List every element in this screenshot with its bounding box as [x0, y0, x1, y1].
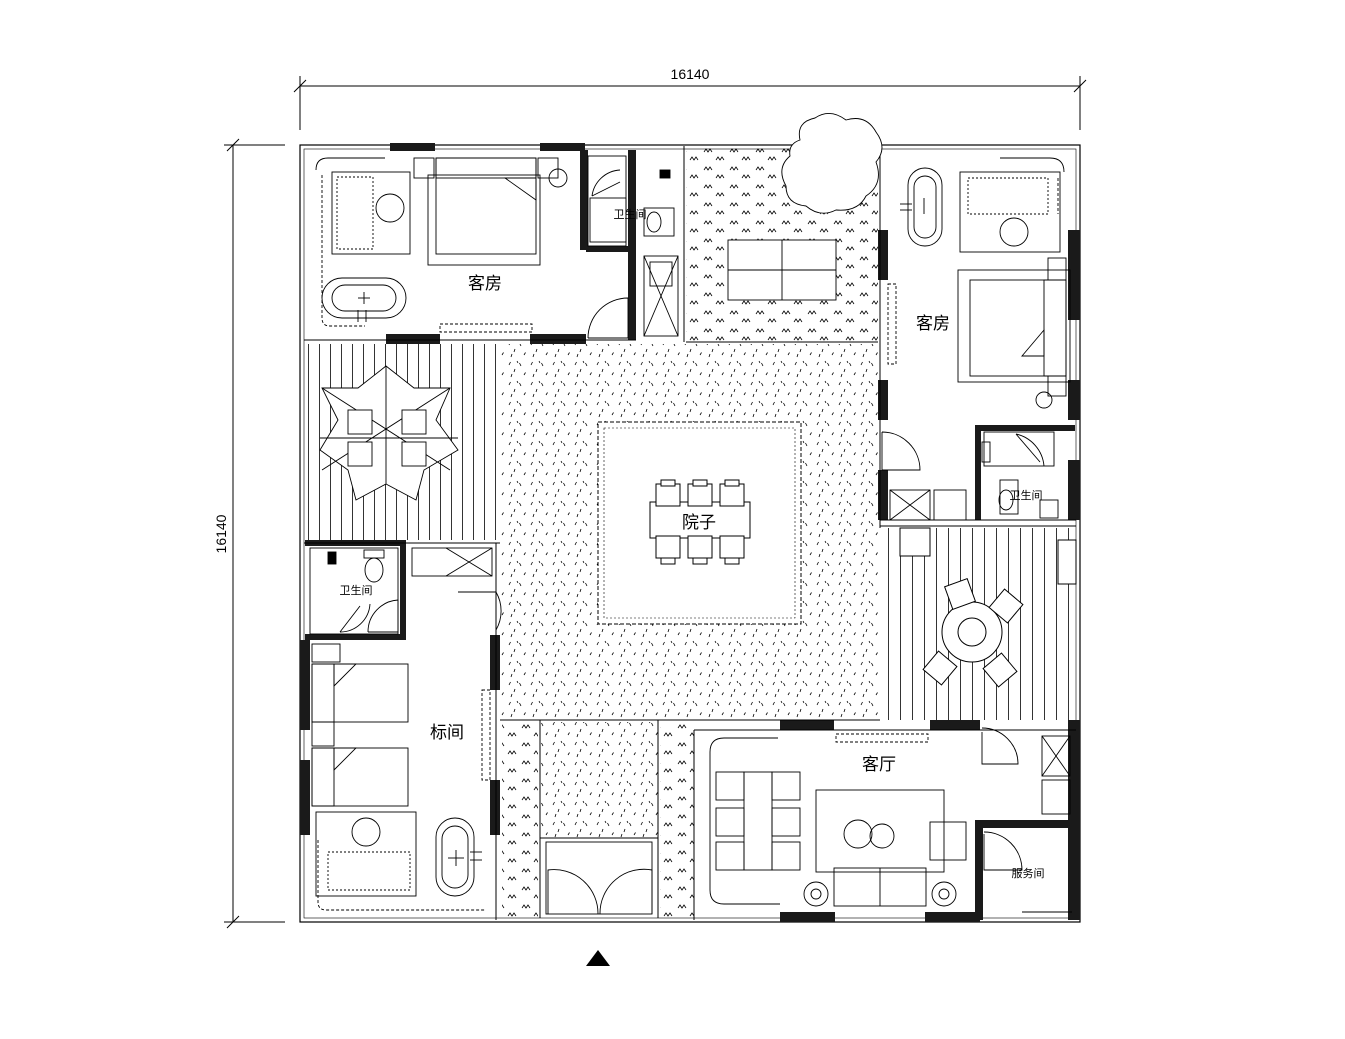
garden-strip-right	[660, 722, 694, 920]
dimension-top	[293, 76, 1087, 130]
dimension-width-label: 16140	[671, 66, 710, 82]
north-garden-pavers	[727, 239, 837, 301]
bath-nw	[587, 155, 679, 337]
east-deck-furniture	[899, 527, 1077, 688]
guest-room-nw-label: 客房	[468, 274, 502, 294]
bath-w	[309, 547, 502, 635]
living-room	[709, 727, 1071, 907]
interior-walls	[304, 146, 1076, 920]
bath-nw-label: 卫生间	[614, 207, 647, 221]
entrance-arrow-icon	[586, 950, 610, 966]
twin-room	[311, 643, 491, 911]
twin-room-label: 标间	[430, 723, 464, 743]
bath-w-label: 卫生间	[340, 583, 373, 597]
bath-ne	[889, 431, 1059, 521]
outer-walls	[299, 144, 1081, 923]
guest-room-ne	[881, 157, 1071, 471]
guest-room-nw	[315, 157, 629, 339]
courtyard-label: 院子	[682, 513, 716, 533]
guest-room-ne-label: 客房	[916, 314, 950, 334]
tree-icon	[781, 113, 883, 214]
living-room-label: 客厅	[862, 755, 896, 775]
umbrella-icon	[319, 365, 459, 501]
courtyard-table-set	[649, 479, 751, 565]
wall-segments	[300, 143, 1080, 922]
dimension-left	[224, 138, 285, 929]
lower-garden	[540, 722, 658, 838]
service-room-label: 服务间	[1012, 867, 1045, 880]
dimension-height-label: 16140	[213, 514, 229, 553]
garden-strip-left	[502, 722, 538, 920]
entrance-gate	[545, 841, 653, 915]
service-room	[983, 831, 1072, 913]
bath-ne-label: 卫生间	[1010, 488, 1043, 502]
